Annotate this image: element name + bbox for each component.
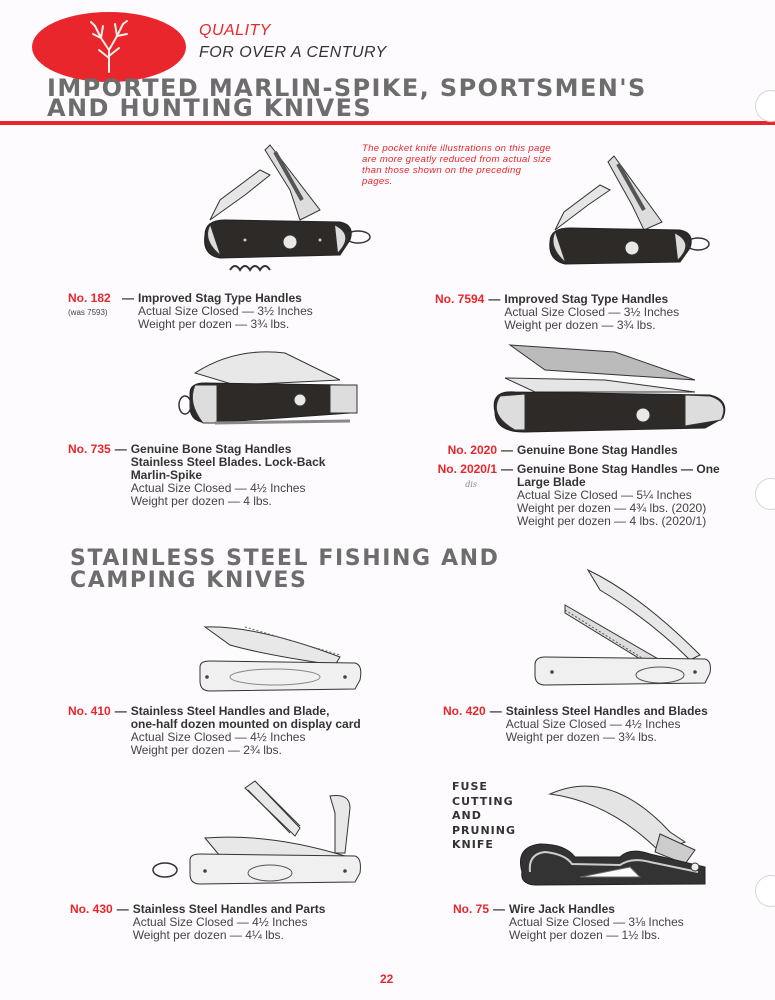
section-title-hunting-knives: IMPORTED MARLIN-SPIKE, SPORTSMEN'S AND H…	[47, 74, 647, 122]
product-number: No. 2020/1	[437, 462, 497, 476]
product-number: No. 2020	[447, 443, 497, 457]
product-number: No. 430	[70, 902, 113, 916]
knife-430-illustration	[152, 780, 361, 885]
product-number: No. 735	[68, 442, 111, 456]
product-75: No. 75 — Wire Jack Handles Actual Size C…	[453, 902, 684, 942]
binder-hole	[755, 478, 775, 510]
knife-735-illustration	[178, 351, 358, 425]
product-430: No. 430 — Stainless Steel Handles and Pa…	[70, 902, 326, 942]
page-number: 22	[380, 972, 394, 986]
product-number: No. 420	[443, 704, 486, 718]
brand-logo	[32, 12, 186, 82]
product-number: No. 182	[68, 291, 111, 305]
product-420: No. 420 — Stainless Steel Handles and Bl…	[443, 704, 708, 744]
knife-7594-illustration	[549, 155, 710, 265]
product-182: No. 182 (was 7593) — Improved Stag Type …	[68, 291, 313, 331]
handwritten-note: dis	[465, 480, 477, 489]
section-title-fishing-camping: STAINLESS STEEL FISHING AND CAMPING KNIV…	[70, 546, 500, 593]
product-7594: No. 7594 — Improved Stag Type Handles Ac…	[435, 292, 680, 332]
knife-182-illustration	[204, 144, 371, 272]
product-number: No. 7594	[435, 292, 485, 306]
product-2020: No. 2020 — Genuine Bone Stag Handles No.…	[422, 444, 720, 528]
knife-75-illustration	[520, 785, 706, 886]
knife-410-illustration	[199, 626, 362, 692]
tree-icon	[90, 20, 128, 73]
was-note: (was 7593)	[68, 308, 108, 317]
fuse-cutting-label: FUSE CUTTING AND PRUNING KNIFE	[452, 780, 516, 851]
product-number: No. 75	[453, 902, 490, 916]
product-410: No. 410 — Stainless Steel Handles and Bl…	[68, 704, 361, 757]
binder-hole	[755, 90, 775, 122]
tagline-quality: QUALITY	[199, 22, 271, 39]
knife-2020-illustration	[493, 344, 726, 433]
product-number: No. 410	[68, 704, 111, 718]
product-735: No. 735 — Genuine Bone Stag Handles Stai…	[68, 442, 326, 508]
illustration-note: The pocket knife illustrations on this p…	[362, 143, 552, 187]
knife-420-illustration	[534, 568, 711, 686]
binder-hole	[755, 875, 775, 907]
header-divider	[0, 121, 775, 125]
tagline-century: FOR OVER A CENTURY	[199, 44, 387, 61]
